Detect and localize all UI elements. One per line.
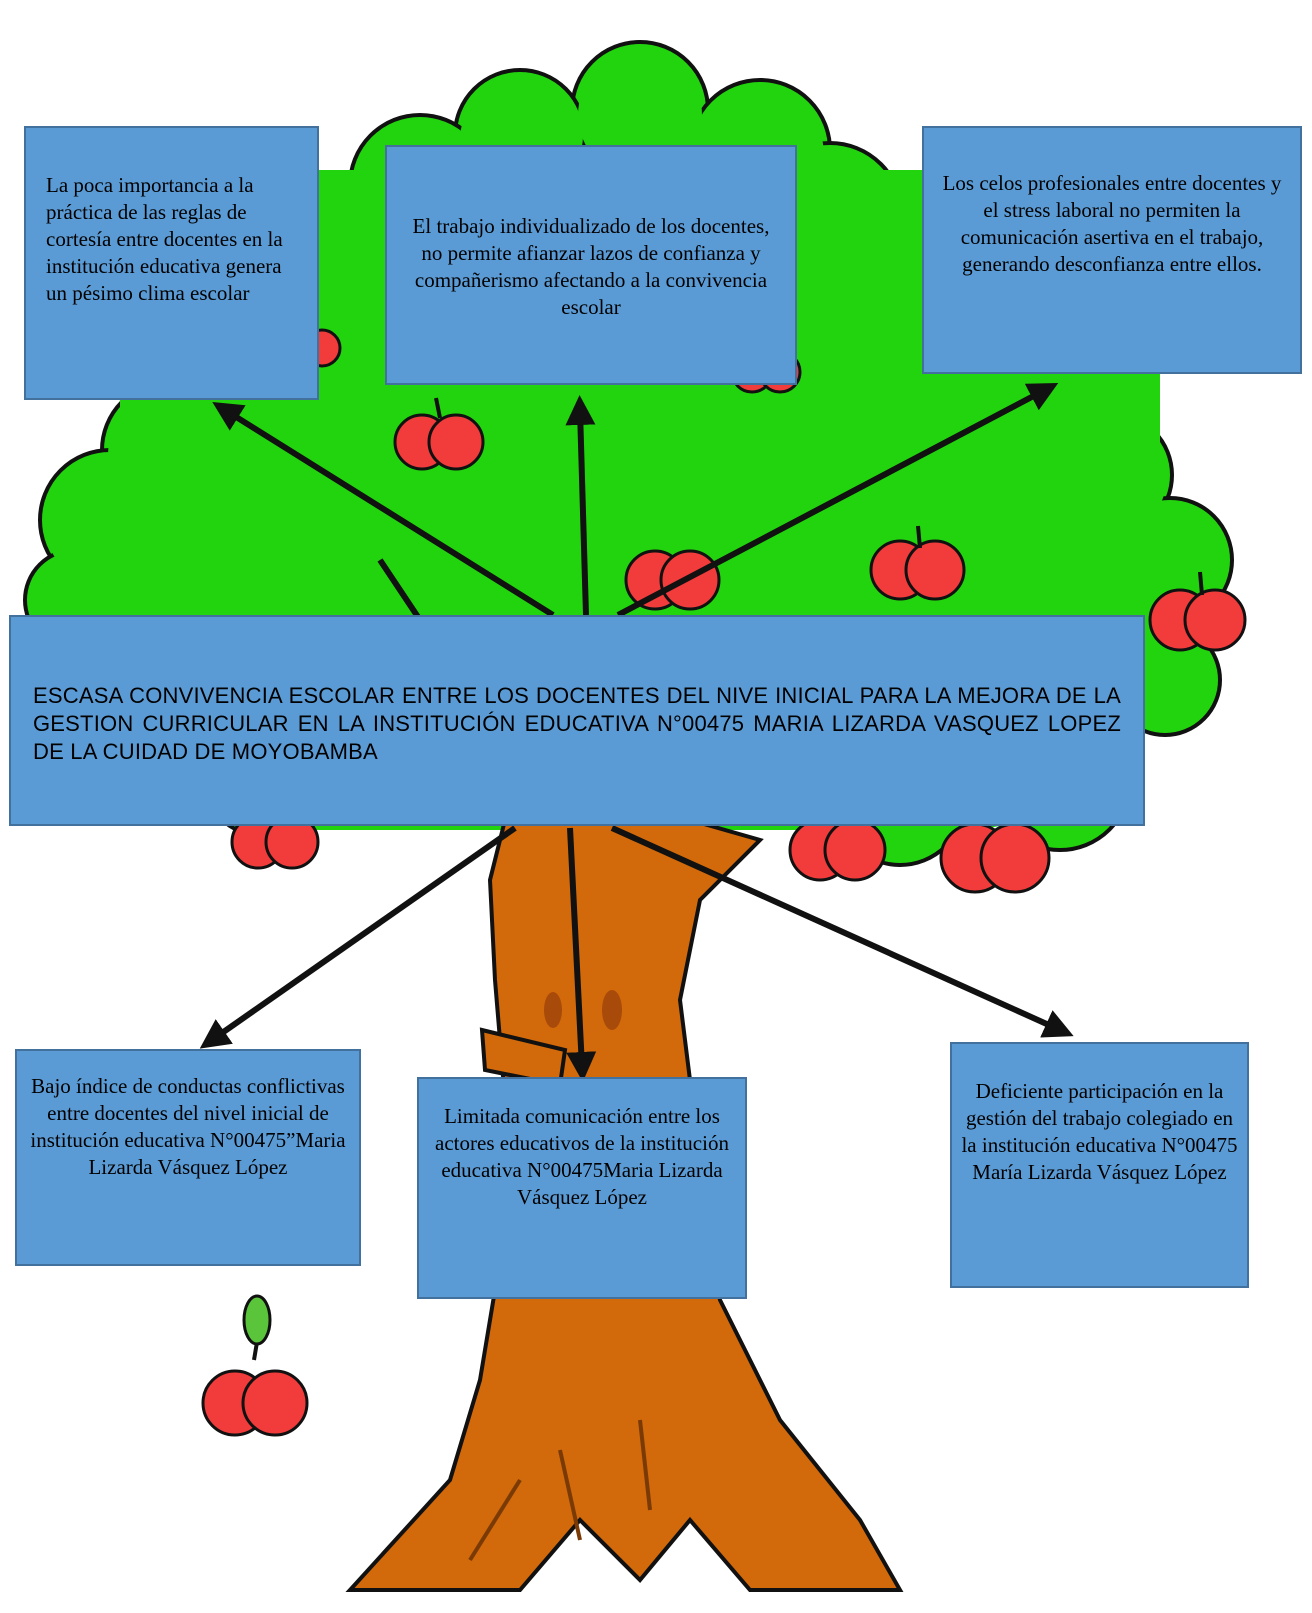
apple-3 — [869, 525, 966, 601]
effect-text: La poca importancia a la práctica de las… — [46, 173, 283, 305]
effect-box-right: Los celos profesionales entre docentes y… — [922, 126, 1302, 374]
apple-fallen — [201, 1294, 309, 1437]
arrow-to-effect-left — [212, 402, 555, 618]
central-problem-box: ESCASA CONVIVENCIA ESCOLAR ENTRE LOS DOC… — [9, 615, 1145, 826]
arrow-to-effect-right — [616, 383, 1059, 618]
cause-box-left: Bajo índice de conductas conflictivas en… — [15, 1049, 361, 1266]
arrow-to-cause-left — [199, 825, 517, 1049]
effect-box-left: La poca importancia a la práctica de las… — [24, 126, 319, 400]
central-problem-text: ESCASA CONVIVENCIA ESCOLAR ENTRE LOS DOC… — [33, 683, 1121, 764]
apple-2 — [624, 549, 721, 611]
cause-box-center: Limitada comunicación entre los actores … — [417, 1077, 747, 1299]
cause-text: Bajo índice de conductas conflictivas en… — [30, 1074, 346, 1179]
apple-6 — [788, 818, 887, 882]
effect-box-center: El trabajo individualizado de los docent… — [385, 145, 797, 385]
effect-text: Los celos profesionales entre docentes y… — [942, 171, 1282, 276]
arrows — [199, 383, 1074, 1082]
cause-text: Limitada comunicación entre los actores … — [435, 1104, 729, 1209]
apple-5 — [230, 814, 320, 870]
apple-4 — [1148, 571, 1247, 652]
arrow-to-cause-right — [610, 825, 1074, 1038]
arrow-to-cause-center — [566, 827, 597, 1082]
cause-text: Deficiente participación en la gestión d… — [961, 1079, 1238, 1184]
cause-box-right: Deficiente participación en la gestión d… — [950, 1042, 1249, 1288]
apple-1 — [393, 397, 485, 471]
apple-7 — [939, 822, 1051, 894]
effect-text: El trabajo individualizado de los docent… — [412, 214, 770, 319]
arrow-to-effect-center — [565, 395, 596, 616]
